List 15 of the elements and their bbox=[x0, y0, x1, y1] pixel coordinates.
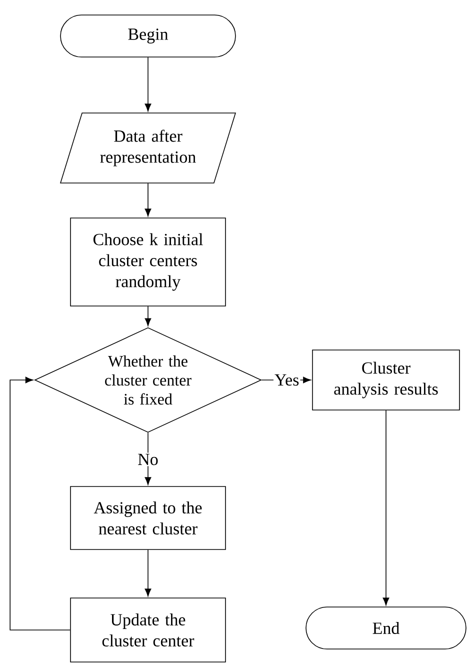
edge-label: Yes bbox=[273, 373, 300, 387]
process-box: Update the cluster center bbox=[70, 598, 226, 662]
arrow bbox=[144, 57, 152, 112]
process-box: Cluster analysis results bbox=[312, 350, 460, 410]
arrow bbox=[144, 183, 152, 216]
arrow bbox=[382, 410, 390, 606]
arrow bbox=[10, 376, 70, 630]
process-box: Assigned to the nearest cluster bbox=[70, 486, 226, 550]
arrow bbox=[144, 550, 152, 596]
process-box: Choose k initial cluster centers randomly bbox=[70, 218, 226, 306]
arrow bbox=[144, 432, 152, 485]
arrow bbox=[144, 306, 152, 326]
end-terminal: End bbox=[306, 606, 466, 650]
start-terminal: Begin bbox=[60, 14, 236, 58]
edge-label: No bbox=[136, 452, 160, 466]
